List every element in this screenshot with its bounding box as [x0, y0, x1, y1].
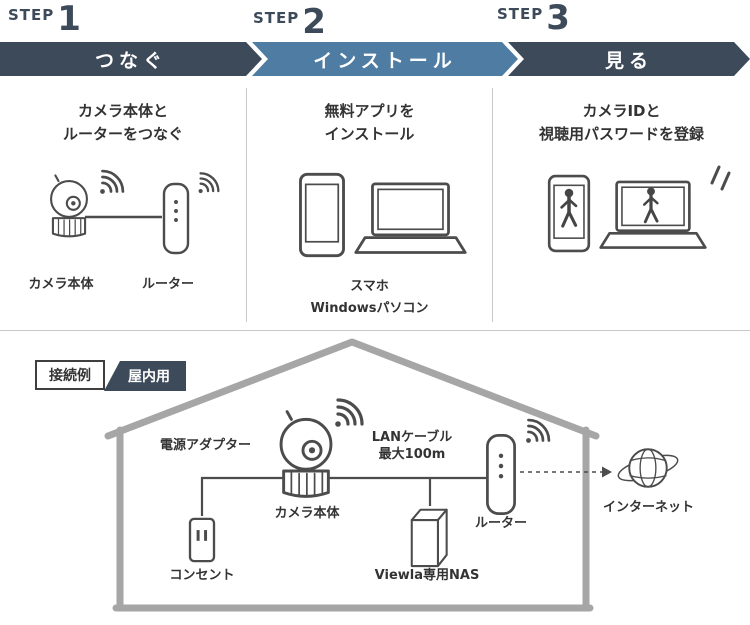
step3-banner: 見る	[508, 42, 750, 76]
camera-icon	[50, 173, 88, 238]
connection-example-badge: 接続例	[35, 360, 105, 390]
step3-description: カメラIDと 視聴用パスワードを登録	[538, 102, 704, 144]
nas-icon	[410, 508, 448, 568]
wifi-icon	[98, 169, 125, 195]
internet-globe-icon	[615, 448, 681, 488]
wifi-icon	[524, 418, 551, 444]
camera-icon	[279, 410, 333, 499]
section-divider	[0, 330, 750, 331]
outlet-icon	[188, 517, 216, 563]
laptop-icon	[353, 181, 467, 254]
connection-diagram	[104, 338, 681, 612]
power-adapter-label: 電源アダプター	[159, 438, 251, 453]
alert-lines-icon	[710, 165, 730, 190]
step3-word: STEP	[497, 5, 544, 23]
step2-illustration	[298, 172, 467, 257]
internet-label: インターネット	[602, 500, 694, 515]
windows-caption: Windowsパソコン	[310, 301, 429, 317]
column-divider	[246, 88, 247, 322]
smartphone-caption: スマホ	[350, 279, 389, 294]
step3-column: カメラIDと 視聴用パスワードを登録	[493, 86, 750, 332]
step1-column: カメラ本体と ルーターをつなぐ カメラ本体 ルーター	[0, 86, 246, 332]
step1-illustration	[50, 169, 220, 254]
outlet-label: コンセント	[169, 568, 235, 583]
router-icon	[162, 182, 190, 254]
step2-column: 無料アプリを インストール スマホ Windowsパソコン	[247, 86, 492, 332]
indoor-use-tag: 屋内用	[104, 361, 186, 391]
step3-illustration	[547, 165, 730, 252]
wifi-icon	[333, 398, 364, 428]
step2-number: 2	[302, 2, 326, 42]
step3-header: STEP 3	[497, 0, 570, 38]
router-caption: ルーター	[141, 277, 194, 292]
step1-word: STEP	[8, 6, 55, 24]
arrow-head-icon	[602, 466, 612, 478]
power-cable-line	[200, 476, 286, 516]
step1-number: 1	[57, 0, 81, 39]
wifi-icon	[197, 171, 220, 194]
devices-caption: スマホ Windowsパソコン	[247, 276, 492, 320]
router-label: ルーター	[474, 516, 527, 531]
camera-caption: カメラ本体	[28, 277, 94, 292]
router-icon	[486, 434, 516, 515]
step2-word: STEP	[253, 9, 300, 27]
step1-banner: つなぐ	[0, 42, 262, 76]
camera-label: カメラ本体	[274, 506, 340, 521]
step2-description: 無料アプリを インストール	[324, 102, 415, 144]
nas-label: Viewla専用NAS	[374, 568, 480, 583]
step2-banner: インストール	[252, 42, 518, 76]
step1-description: カメラ本体と ルーターをつなぐ	[62, 102, 183, 144]
step3-number: 3	[546, 0, 570, 38]
step1-header: STEP 1	[8, 0, 81, 39]
smartphone-icon	[298, 172, 345, 257]
column-divider	[492, 88, 493, 322]
step2-header: STEP 2	[253, 2, 326, 42]
house-outline	[104, 338, 600, 612]
lan-cable-label: LANケーブル 最大100m	[371, 430, 453, 462]
